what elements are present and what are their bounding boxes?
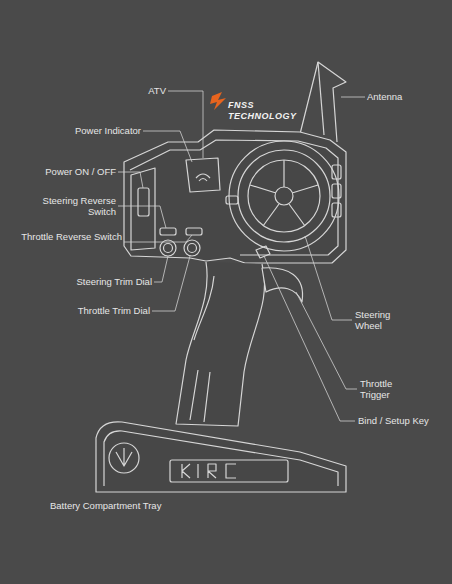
antenna-shape <box>300 62 346 142</box>
setting-knob <box>226 196 238 204</box>
grip-texture <box>190 276 214 422</box>
part-label: Throttle Trigger <box>360 378 420 400</box>
head-panel-line <box>130 140 338 255</box>
part-label: Antenna <box>367 91 427 102</box>
part-label: ATV <box>138 85 166 96</box>
leader-lines <box>118 91 365 421</box>
atv-signal <box>196 174 210 181</box>
throttle-trim-dial <box>184 240 200 256</box>
leader-line <box>305 236 352 320</box>
battery-tray-panel <box>104 431 338 486</box>
steering-wheel <box>238 150 330 242</box>
brand-logo: FNSS TECHNOLOGY <box>228 100 318 122</box>
part-label: Bind / Setup Key <box>358 415 448 426</box>
steering-wheel-rim <box>248 160 320 232</box>
part-label: Steering Reverse Switch <box>20 195 116 217</box>
throttle-reverse-switch <box>186 228 202 235</box>
leader-line <box>118 172 143 188</box>
base-plate <box>170 460 288 482</box>
throttle-trim-dial-inner <box>188 244 197 253</box>
bind-key <box>256 246 270 258</box>
steering-wheel-spokes <box>250 160 318 226</box>
steering-reverse-switch <box>160 228 176 235</box>
part-label: Throttle Reverse Switch <box>20 231 122 242</box>
leader-line <box>154 256 168 282</box>
power-display <box>186 158 220 192</box>
battery-tray <box>96 422 346 492</box>
base-plate-mark <box>182 464 236 478</box>
leader-line <box>341 97 365 98</box>
part-label: Power ON / OFF <box>30 166 116 177</box>
leader-line <box>143 131 192 162</box>
part-label: Battery Compartment Tray <box>50 500 200 511</box>
steering-trim-dial-inner <box>164 244 173 253</box>
head-body <box>124 130 346 263</box>
grip <box>176 262 265 426</box>
part-label: Steering Wheel <box>355 309 415 331</box>
part-label: Power Indicator <box>50 125 141 136</box>
throttle-trigger <box>262 268 303 302</box>
power-switch <box>138 188 149 216</box>
side-button <box>332 203 341 217</box>
base-emblem <box>109 443 139 473</box>
leader-line <box>168 91 203 158</box>
part-label: Throttle Trim Dial <box>40 305 150 316</box>
logo-mark <box>210 92 226 110</box>
leader-line <box>264 256 355 421</box>
leader-line <box>118 206 166 228</box>
side-button <box>332 184 341 198</box>
steering-wheel-housing <box>229 141 339 251</box>
head-front-face <box>131 168 155 250</box>
steering-wheel-hub <box>275 187 293 205</box>
base-emblem-mark <box>116 448 132 466</box>
leader-line <box>124 235 192 242</box>
part-label: Steering Trim Dial <box>40 276 152 287</box>
antenna-edge <box>318 62 324 135</box>
leader-line <box>296 292 357 389</box>
side-button <box>332 165 341 179</box>
leader-line <box>152 256 190 311</box>
